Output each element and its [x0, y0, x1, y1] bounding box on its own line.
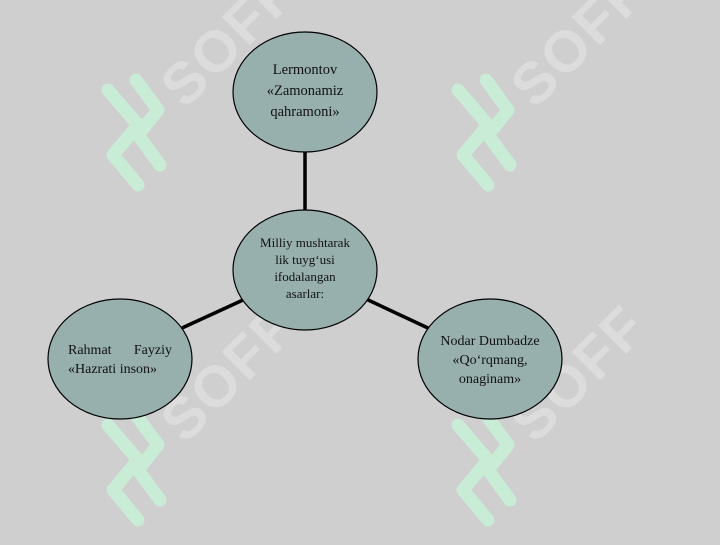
node-right-line: «Qo‘rqmang, [452, 353, 528, 368]
node-top [232, 31, 378, 153]
node-top-line: «Zamonamiz [266, 83, 344, 99]
node-center-line: Milliy mushtarak [260, 235, 350, 250]
node-left-label: Rahmat Fayziy «Hazrati inson» [68, 341, 172, 379]
connector-center-right [365, 297, 429, 330]
watermark-logo-icon [101, 73, 167, 192]
node-top-line: Lermontov [272, 62, 338, 78]
watermark-logo-icon [451, 73, 517, 192]
node-top-label: Lermontov «Zamonamiz qahramoni» [245, 60, 365, 123]
watermark-top-right: SOFF [451, 0, 659, 192]
watermark-text: SOFF [498, 0, 659, 119]
watermark-logo-icon [101, 408, 167, 527]
node-top-line: qahramoni» [270, 104, 340, 120]
node-center [232, 209, 378, 331]
node-center-line: ifodalangan [274, 269, 336, 284]
node-left-line: «Hazrati inson» [68, 362, 158, 377]
node-right-label: Nodar Dumbadze «Qo‘rqmang, onaginam» [425, 332, 555, 389]
node-center-label: Milliy mushtarak lik tuyg‘usi ifodalanga… [250, 234, 360, 302]
node-center-line: lik tuyg‘usi [275, 252, 335, 267]
node-right-line: Nodar Dumbadze [440, 334, 540, 349]
node-left [47, 298, 193, 420]
node-left-line: Rahmat Fayziy [68, 343, 172, 358]
connector-center-left [181, 298, 244, 330]
node-center-line: asarlar: [285, 286, 325, 301]
watermark-logo-icon [451, 408, 517, 527]
node-right-line: onaginam» [458, 372, 522, 387]
node-right [417, 298, 563, 420]
